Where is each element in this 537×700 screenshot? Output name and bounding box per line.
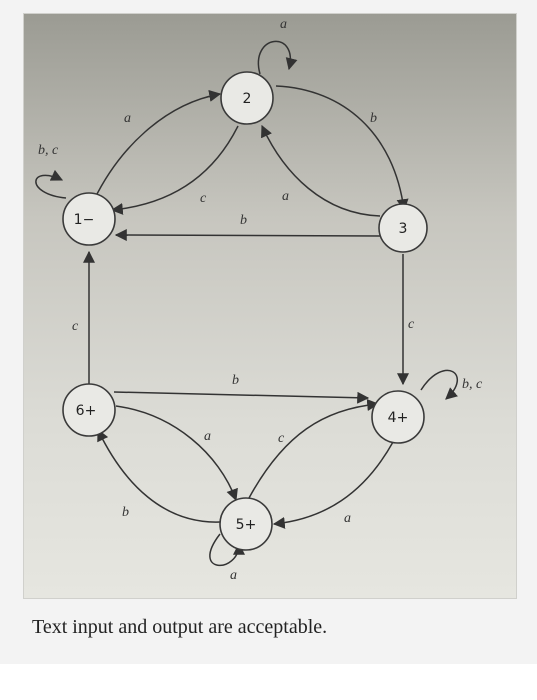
diagram-photo: 2 1− 3 6+ 4+ 5+ a c a b a b b, c c c	[24, 14, 516, 598]
edge-2-3	[275, 85, 409, 212]
edge-label-3-1: b	[240, 213, 247, 228]
edge-5-loop	[209, 533, 245, 566]
edge-1-2	[93, 89, 222, 201]
edge-2-1	[110, 125, 239, 215]
edge-2-loop	[257, 40, 298, 75]
edge-label-3-4: c	[408, 317, 415, 332]
state-3: 3	[378, 203, 428, 253]
state-diagram: 2 1− 3 6+ 4+ 5+ a c a b a b b, c c c	[35, 17, 483, 583]
state-2: 2	[220, 71, 274, 125]
edge-label-6-5: a	[204, 429, 211, 444]
edge-label-6-1: c	[72, 319, 79, 334]
edge-5-6	[97, 428, 221, 523]
state-label: 6+	[76, 403, 97, 419]
state-4: 4+	[371, 390, 425, 444]
edge-6-5	[115, 405, 238, 502]
edge-label-6-4: b	[232, 373, 239, 388]
state-6: 6+	[62, 383, 116, 437]
state-5: 5+	[219, 497, 273, 551]
edge-4-loop	[420, 369, 459, 400]
edge-4-5	[272, 441, 394, 529]
state-label: 4+	[388, 410, 409, 426]
edge-label-2-3: b	[370, 111, 377, 126]
edge-label-2-1: c	[200, 191, 207, 206]
state-label: 1−	[74, 212, 95, 228]
edge-3-1	[114, 229, 382, 242]
edge-label-4-loop: b, c	[462, 377, 483, 392]
state-1: 1−	[62, 192, 116, 246]
edge-3-2	[261, 124, 381, 217]
edge-label-1-loop: b, c	[38, 143, 59, 158]
edge-label-3-2: a	[282, 189, 289, 204]
edge-label-2-loop: a	[280, 17, 287, 32]
edge-label-5-6: b	[122, 505, 129, 520]
bottom-bar	[0, 664, 537, 700]
edge-label-4-5: a	[344, 511, 351, 526]
edge-label-5-4: c	[278, 431, 285, 446]
state-label: 5+	[236, 517, 257, 533]
state-label: 3	[399, 221, 408, 237]
edge-5-4	[248, 399, 380, 499]
edge-6-4	[113, 391, 370, 404]
edge-1-loop	[35, 169, 67, 199]
edge-label-5-loop: a	[230, 568, 237, 583]
state-label: 2	[243, 91, 252, 107]
edge-label-1-2: a	[124, 111, 131, 126]
caption-text: Text input and output are acceptable.	[32, 616, 328, 638]
